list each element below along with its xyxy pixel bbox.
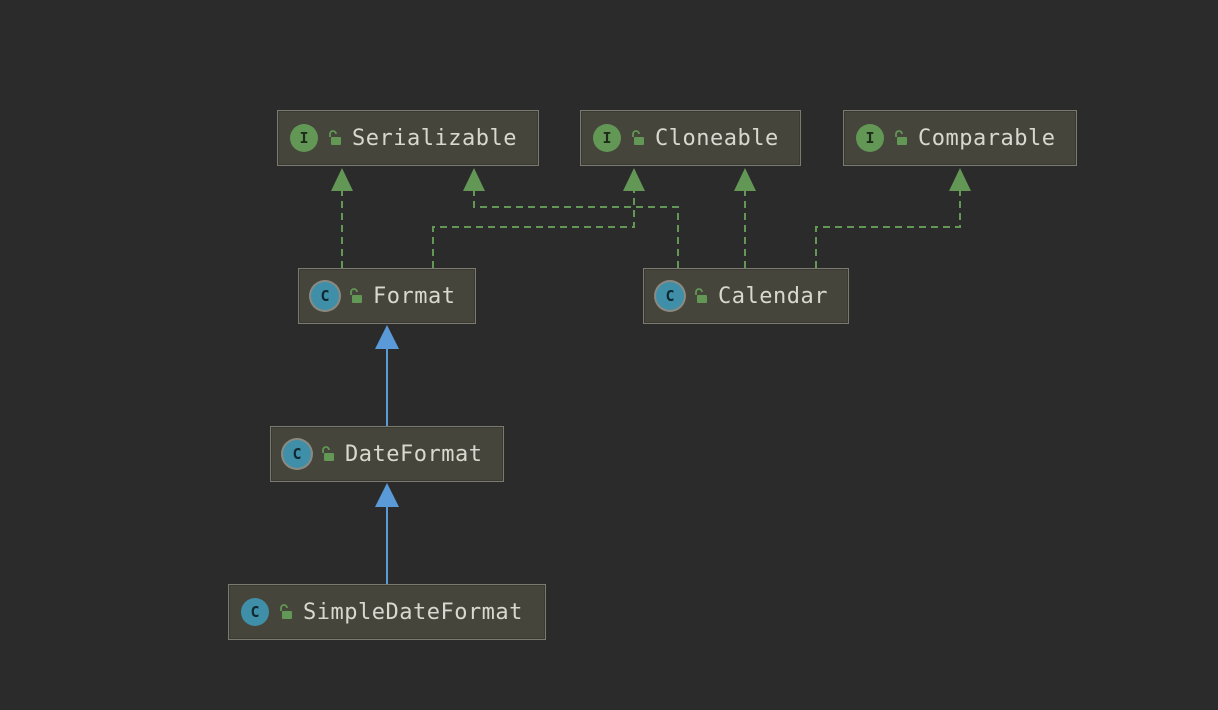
arrowhead-cloneable-right — [734, 168, 756, 191]
arrowhead-serializable-right — [463, 168, 485, 191]
node-label: Comparable — [918, 125, 1056, 151]
unlocked-padlock-icon — [695, 288, 707, 303]
arrowhead-dateformat — [375, 483, 399, 507]
node-serializable[interactable]: I Serializable — [277, 110, 539, 166]
edge-format-cloneable — [432, 190, 635, 268]
abstract-class-icon: C — [311, 282, 339, 310]
node-label: Format — [373, 283, 456, 309]
node-label: Cloneable — [655, 125, 779, 151]
class-icon: C — [241, 598, 269, 626]
interface-icon: I — [856, 124, 884, 152]
implements-edges — [341, 190, 961, 268]
edge-calendar-serializable — [473, 190, 679, 268]
node-label: SimpleDateFormat — [303, 599, 523, 625]
node-simpledateformat[interactable]: C SimpleDateFormat — [228, 584, 546, 640]
node-cloneable[interactable]: I Cloneable — [580, 110, 801, 166]
node-label: Serializable — [352, 125, 517, 151]
arrowhead-comparable — [949, 168, 971, 191]
node-label: Calendar — [718, 283, 828, 309]
unlocked-padlock-icon — [895, 130, 907, 145]
unlocked-padlock-icon — [632, 130, 644, 145]
node-comparable[interactable]: I Comparable — [843, 110, 1077, 166]
extends-arrowheads — [375, 325, 399, 507]
implements-arrowheads — [331, 168, 971, 191]
node-dateformat[interactable]: C DateFormat — [270, 426, 504, 482]
arrowhead-cloneable-left — [623, 168, 645, 191]
unlocked-padlock-icon — [280, 604, 292, 619]
edge-calendar-comparable — [815, 190, 961, 268]
interface-icon: I — [593, 124, 621, 152]
unlocked-padlock-icon — [322, 446, 334, 461]
unlocked-padlock-icon — [350, 288, 362, 303]
node-format[interactable]: C Format — [298, 268, 476, 324]
node-calendar[interactable]: C Calendar — [643, 268, 849, 324]
abstract-class-icon: C — [656, 282, 684, 310]
interface-icon: I — [290, 124, 318, 152]
unlocked-padlock-icon — [329, 130, 341, 145]
abstract-class-icon: C — [283, 440, 311, 468]
arrowhead-serializable-left — [331, 168, 353, 191]
node-label: DateFormat — [345, 441, 483, 467]
arrowhead-format — [375, 325, 399, 349]
